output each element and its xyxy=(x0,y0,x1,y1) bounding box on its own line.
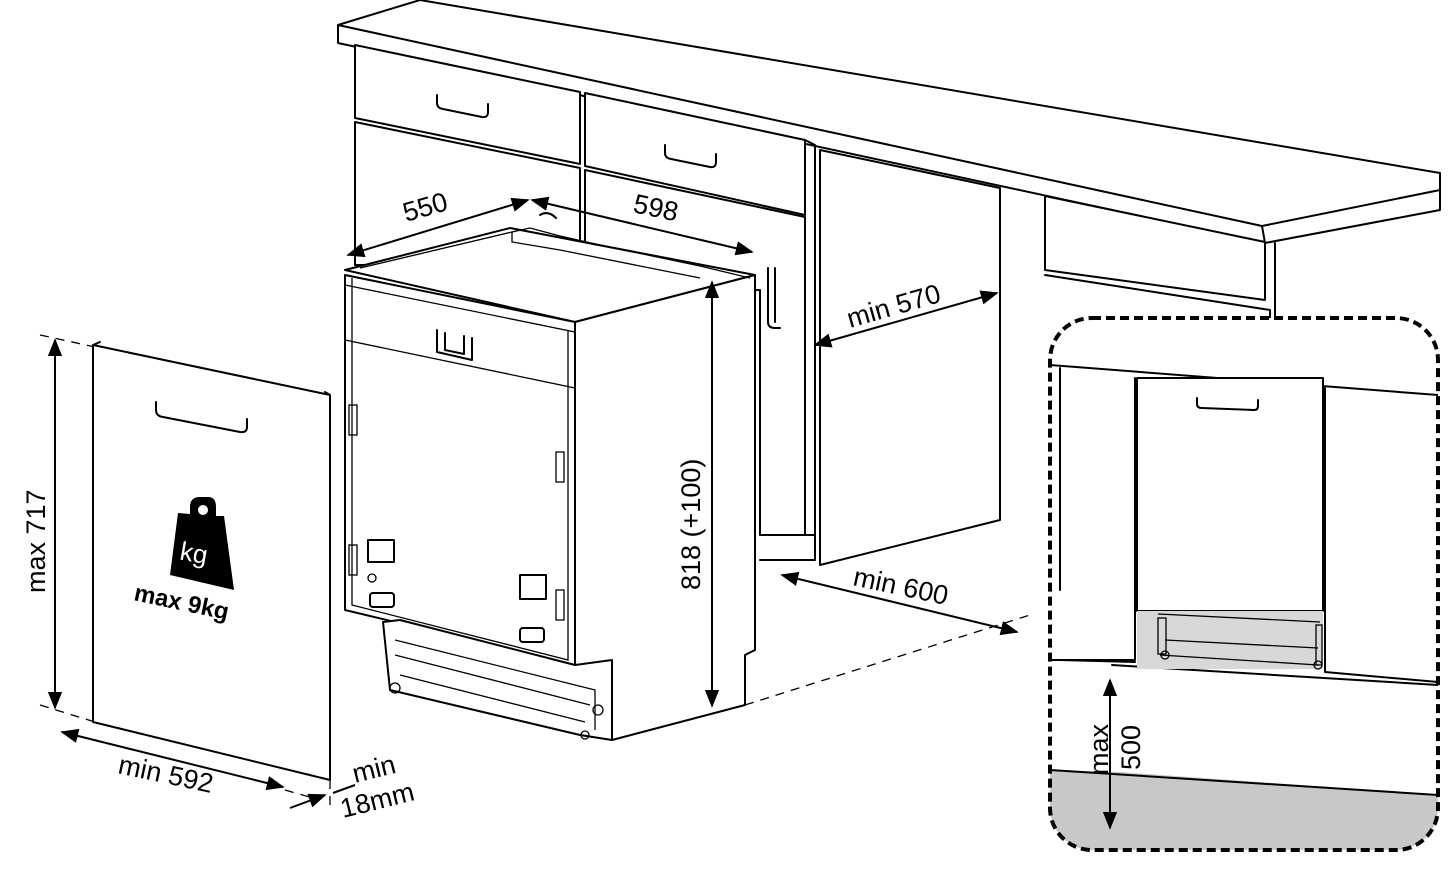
panel-height-label: max 717 xyxy=(21,489,51,593)
floor-area xyxy=(1050,770,1438,850)
dimension-lines xyxy=(47,196,1019,809)
inset-frame xyxy=(1048,316,1440,852)
plinth-label-1: max xyxy=(1084,723,1114,775)
drawer-right xyxy=(1044,195,1266,301)
inset-handle-icon xyxy=(1196,397,1259,411)
worktop xyxy=(337,0,1441,244)
furniture-panel: kg max 9kg xyxy=(92,341,331,781)
height-label: 818 (+100) xyxy=(676,459,706,590)
kg-icon-text: kg xyxy=(178,536,210,570)
plinth-label-2: 500 xyxy=(1116,725,1146,770)
panel-handle-icon xyxy=(155,401,248,434)
kg-weight-icon: kg xyxy=(170,497,234,590)
dishwasher-base xyxy=(382,619,613,741)
niche-side-panel xyxy=(819,149,1001,566)
drawer-middle xyxy=(584,92,806,216)
plinth-detail-inset: max 500 xyxy=(1048,316,1440,852)
drawer-left xyxy=(354,44,581,165)
inset-door xyxy=(1136,377,1324,612)
panel-thickness-label-2: 18mm xyxy=(337,777,417,824)
floor-guides xyxy=(39,334,1031,810)
